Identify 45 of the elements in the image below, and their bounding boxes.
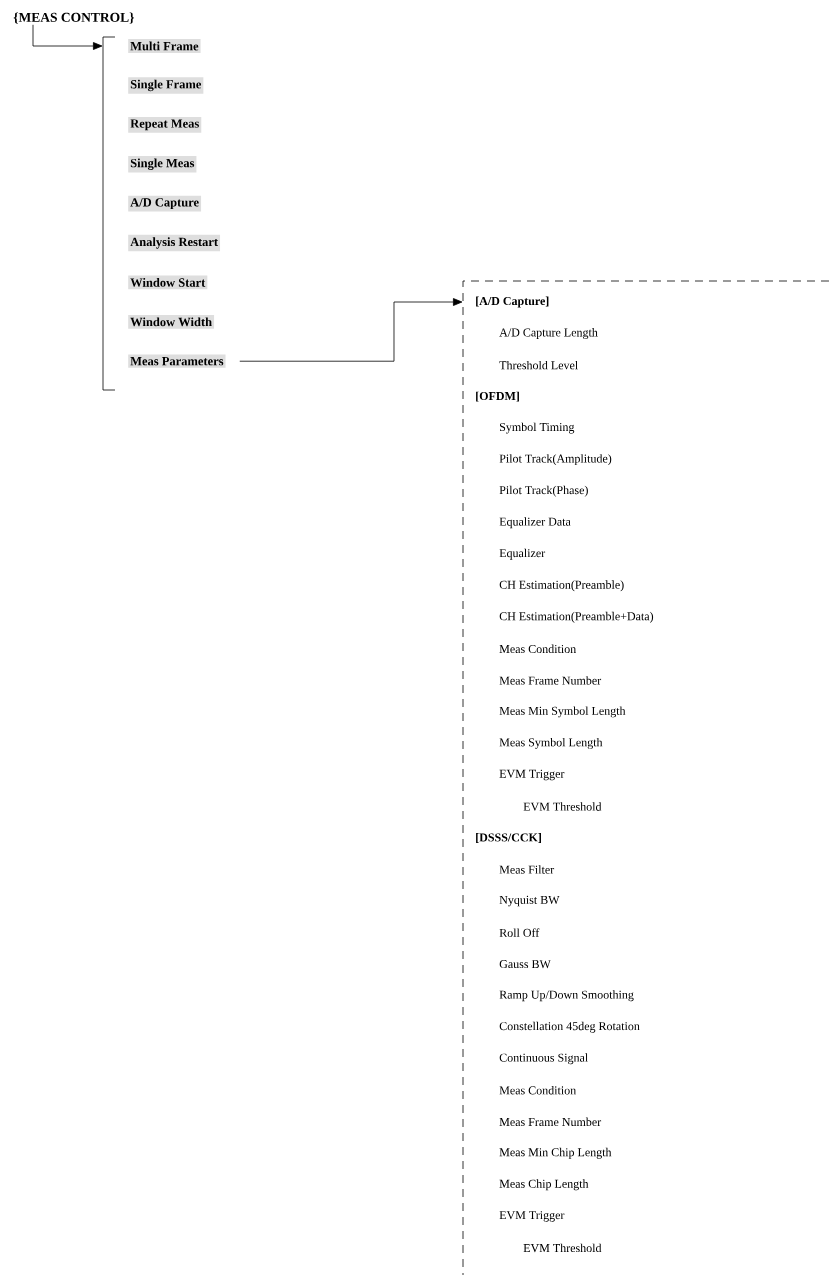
arrow: [32, 24, 103, 50]
parameter-item: Roll Off: [499, 928, 540, 937]
parameter-item: CH Estimation(Preamble): [499, 580, 624, 592]
parameter-panel: [462, 280, 829, 1275]
menu-title: {MEAS CONTROL}: [13, 12, 135, 24]
parameter-item: EVM Threshold: [523, 1243, 602, 1253]
parameter-item: A/D Capture Length: [499, 328, 598, 339]
menu-item: Repeat Meas: [128, 116, 202, 133]
menu-item: Single Frame: [128, 77, 204, 94]
parameter-item: Constellation 45deg Rotation: [499, 1021, 640, 1033]
parameter-item: CH Estimation(Preamble+Data): [499, 611, 654, 623]
parameter-item: Pilot Track(Phase): [499, 485, 588, 497]
group-heading: [OFDM]: [476, 391, 519, 402]
parameter-item: Meas Frame Number: [499, 1117, 602, 1126]
menu-item: Window Start: [128, 275, 208, 290]
parameter-item: Equalizer: [499, 548, 546, 560]
menu-item: Multi Frame: [128, 39, 201, 53]
parameter-item: Threshold Level: [499, 360, 578, 370]
parameter-item: Symbol Timing: [500, 422, 575, 434]
parameter-item: EVM Threshold: [523, 802, 602, 811]
menu-item: Window Width: [128, 314, 215, 329]
menu-item: Analysis Restart: [128, 234, 221, 252]
parameter-item: Meas Condition: [499, 1086, 576, 1095]
parameter-item: Meas Min Symbol Length: [499, 706, 626, 718]
menu-item: A/D Capture: [128, 195, 202, 212]
parameter-item: EVM Trigger: [499, 769, 565, 781]
parameter-item: Continuous Signal: [499, 1053, 588, 1065]
parameter-item: Meas Frame Number: [499, 676, 602, 685]
menu-item: Meas Parameters: [128, 354, 226, 368]
parameter-item: EVM Trigger: [499, 1211, 565, 1222]
parameter-item: Meas Condition: [499, 644, 576, 653]
parameter-item: Meas Chip Length: [499, 1179, 589, 1191]
group-heading: [A/D Capture]: [476, 296, 549, 308]
parameter-item: Meas Min Chip Length: [499, 1147, 612, 1159]
arrow: [239, 298, 463, 362]
parameter-item: Nyquist BW: [499, 895, 560, 907]
parameter-item: Ramp Up/Down Smoothing: [499, 990, 634, 1002]
menu-item: Single Meas: [128, 156, 197, 173]
parameter-item: Meas Filter: [499, 865, 555, 874]
parameter-item: Equalizer Data: [499, 517, 571, 529]
parameter-item: Meas Symbol Length: [499, 737, 603, 749]
group-heading: [DSSS/CCK]: [476, 833, 541, 843]
menu-bracket: [102, 36, 116, 391]
parameter-item: Pilot Track(Amplitude): [499, 454, 612, 466]
parameter-item: Gauss BW: [499, 960, 551, 969]
